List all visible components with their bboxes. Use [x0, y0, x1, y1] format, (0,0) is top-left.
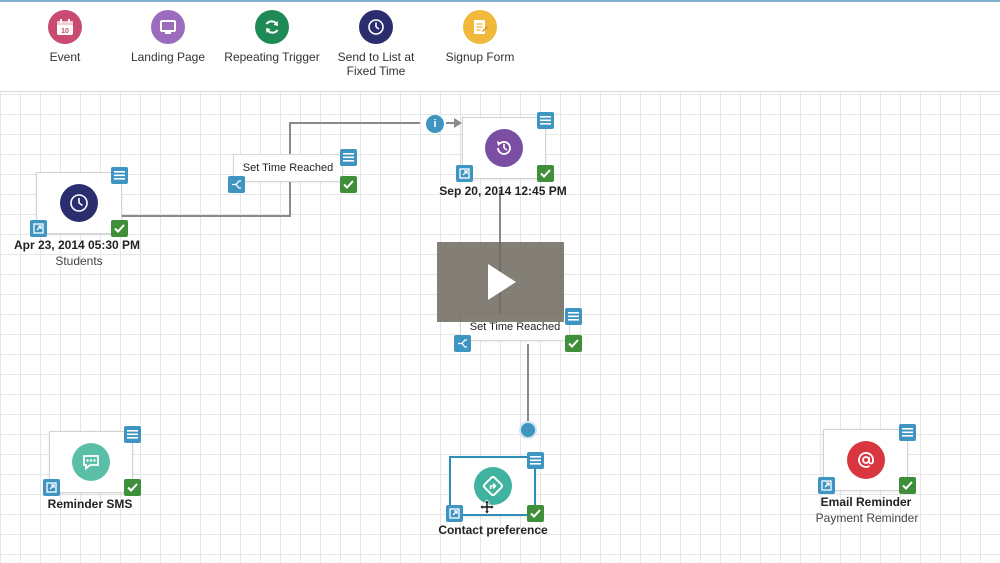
node-title: Apr 23, 2014 05:30 PM [13, 238, 141, 252]
node-title: Reminder SMS [47, 497, 133, 511]
condition-menu-button[interactable] [565, 308, 582, 325]
node-email-reminder[interactable] [823, 429, 908, 491]
node-subtitle: Students [55, 254, 103, 268]
node-menu-button[interactable] [899, 424, 916, 441]
node-menu-button[interactable] [124, 426, 141, 443]
condition-branch-button[interactable] [228, 176, 245, 193]
chat-icon [72, 443, 110, 481]
connection-port[interactable] [519, 421, 537, 439]
node-reminder-sms[interactable] [49, 431, 133, 493]
top-accent-line [0, 0, 1000, 2]
connector-arrowhead [454, 118, 462, 128]
node-menu-button[interactable] [527, 452, 544, 469]
node-check-badge[interactable] [124, 479, 141, 496]
node-title: Sep 20, 2014 12:45 PM [439, 184, 567, 198]
condition-label: Set Time Reached [242, 162, 334, 174]
video-play-button[interactable] [437, 242, 564, 322]
toolbar-item-label: Repeating Trigger [224, 50, 320, 64]
node-link-button[interactable] [446, 505, 463, 522]
toolbar-item-label: Signup Form [445, 50, 515, 64]
history-icon [485, 129, 523, 167]
element-toolbar: 10 Event Landing Page Repeating Trigger … [0, 2, 1000, 92]
workflow-canvas[interactable]: Apr 23, 2014 05:30 PM Students Set Time … [0, 92, 1000, 563]
info-port[interactable]: i [426, 115, 444, 133]
monitor-icon [151, 10, 185, 44]
node-send-to-list-fixed-time[interactable] [36, 172, 122, 234]
node-link-button[interactable] [43, 479, 60, 496]
node-history[interactable] [462, 117, 546, 179]
node-title: Email Reminder [820, 495, 912, 509]
play-icon [487, 264, 516, 300]
node-menu-button[interactable] [537, 112, 554, 129]
calendar-icon: 10 [48, 10, 82, 44]
svg-text:10: 10 [61, 28, 69, 35]
toolbar-item-send-to-list[interactable]: Send to List at Fixed Time [321, 10, 431, 78]
node-title: Contact preference [438, 523, 548, 537]
condition-branch-button[interactable] [454, 335, 471, 352]
toolbar-item-event[interactable]: 10 Event [10, 10, 120, 64]
move-cursor-icon [479, 499, 495, 515]
toolbar-item-signup-form[interactable]: Signup Form [425, 10, 535, 64]
toolbar-item-repeating-trigger[interactable]: Repeating Trigger [217, 10, 327, 64]
condition-label: Set Time Reached [469, 321, 561, 333]
node-check-badge[interactable] [537, 165, 554, 182]
form-icon [463, 10, 497, 44]
node-check-badge[interactable] [527, 505, 544, 522]
node-link-button[interactable] [818, 477, 835, 494]
node-check-badge[interactable] [899, 477, 916, 494]
condition-check-badge[interactable] [565, 335, 582, 352]
clock-icon [60, 184, 98, 222]
toolbar-item-label: Event [49, 50, 81, 64]
node-link-button[interactable] [30, 220, 47, 237]
condition-check-badge[interactable] [340, 176, 357, 193]
refresh-icon [255, 10, 289, 44]
node-link-button[interactable] [456, 165, 473, 182]
at-icon [846, 441, 885, 479]
clock-icon [359, 10, 393, 44]
toolbar-item-label: Landing Page [130, 50, 206, 64]
node-menu-button[interactable] [111, 167, 128, 184]
toolbar-item-label: Send to List at Fixed Time [337, 50, 415, 78]
toolbar-item-landing-page[interactable]: Landing Page [113, 10, 223, 64]
node-subtitle: Payment Reminder [815, 511, 919, 525]
condition-set-time-reached[interactable]: Set Time Reached [233, 154, 343, 182]
node-check-badge[interactable] [111, 220, 128, 237]
condition-menu-button[interactable] [340, 149, 357, 166]
direction-icon [473, 467, 512, 505]
